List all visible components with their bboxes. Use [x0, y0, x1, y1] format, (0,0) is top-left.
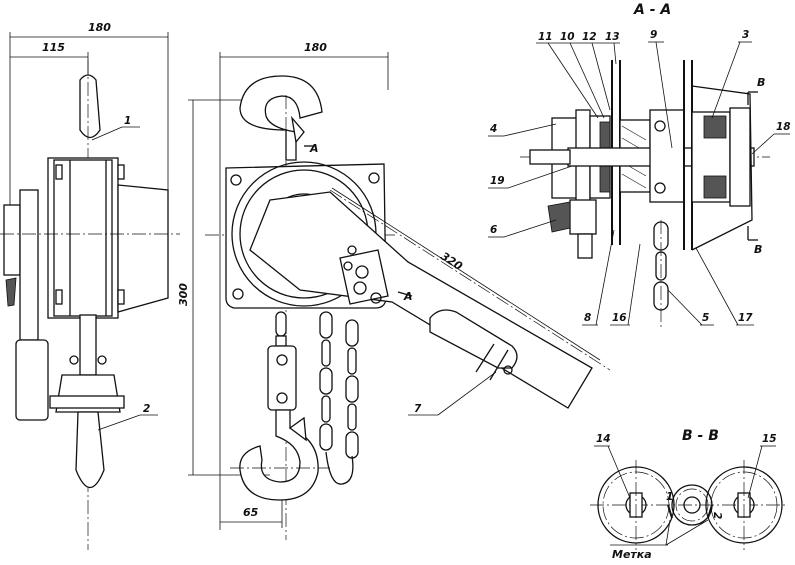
- dim-handle: 320: [438, 250, 465, 274]
- side-cone-guard: [117, 184, 169, 313]
- section-title-b-b: B - B: [682, 428, 719, 444]
- aa-gear-cover: [691, 85, 753, 251]
- part-label-12: 12: [582, 31, 597, 43]
- part-label-8: 8: [584, 312, 591, 324]
- front-bottom-hook: [239, 409, 319, 501]
- note-label: Метка: [612, 548, 652, 561]
- part-label-15: 15: [762, 433, 777, 445]
- section-mark-a-top: A: [309, 142, 319, 155]
- side-handle: [15, 339, 49, 421]
- mark-label-1: 1: [666, 491, 673, 503]
- part-label-18: 18: [776, 121, 791, 133]
- part-label-11: 11: [538, 31, 553, 43]
- side-bottom-hook: [75, 411, 105, 489]
- front-hand-chain: [319, 311, 359, 485]
- part-label-16: 16: [612, 312, 627, 324]
- part-label-3: 3: [742, 29, 749, 41]
- side-view: 180 115 1: [0, 21, 180, 550]
- part-label-10: 10: [560, 31, 575, 43]
- part-label-4: 4: [489, 123, 497, 135]
- dim-front-width: 180: [304, 41, 327, 54]
- section-mark-a-bottom: A: [403, 290, 413, 303]
- dim-side-width: 180: [88, 21, 111, 34]
- side-lever-head: [3, 204, 21, 276]
- section-mark-b-bottom: B: [754, 243, 762, 256]
- part-label-7: 7: [414, 403, 422, 415]
- front-view: 180 300 65 A: [177, 41, 611, 540]
- part-label-1: 1: [124, 115, 131, 127]
- part-label-5: 5: [702, 312, 709, 324]
- part-label-13: 13: [605, 31, 620, 43]
- side-top-hook: [79, 74, 101, 139]
- front-top-hook: [239, 75, 323, 161]
- part-label-9: 9: [650, 29, 657, 41]
- aa-pawl: [569, 199, 597, 235]
- dim-line-handle: [331, 187, 601, 361]
- front-load-chain: [275, 311, 287, 347]
- part-label-2: 2: [143, 403, 150, 415]
- section-b-b: B - B 1 2 14 15 Метка: [590, 428, 785, 561]
- dim-bottom: 65: [243, 506, 259, 519]
- section-mark-b-top: B: [757, 76, 765, 89]
- part-label-19: 19: [490, 175, 505, 187]
- dim-side-offset: 115: [42, 41, 65, 54]
- part-label-14: 14: [596, 433, 611, 445]
- dim-height: 300: [177, 283, 190, 306]
- part-label-6: 6: [490, 224, 497, 236]
- mark-label-2: 2: [711, 512, 723, 519]
- section-title-a-a: A - A: [633, 2, 671, 18]
- section-a-a: A - A: [488, 2, 791, 330]
- part-label-17: 17: [738, 312, 753, 324]
